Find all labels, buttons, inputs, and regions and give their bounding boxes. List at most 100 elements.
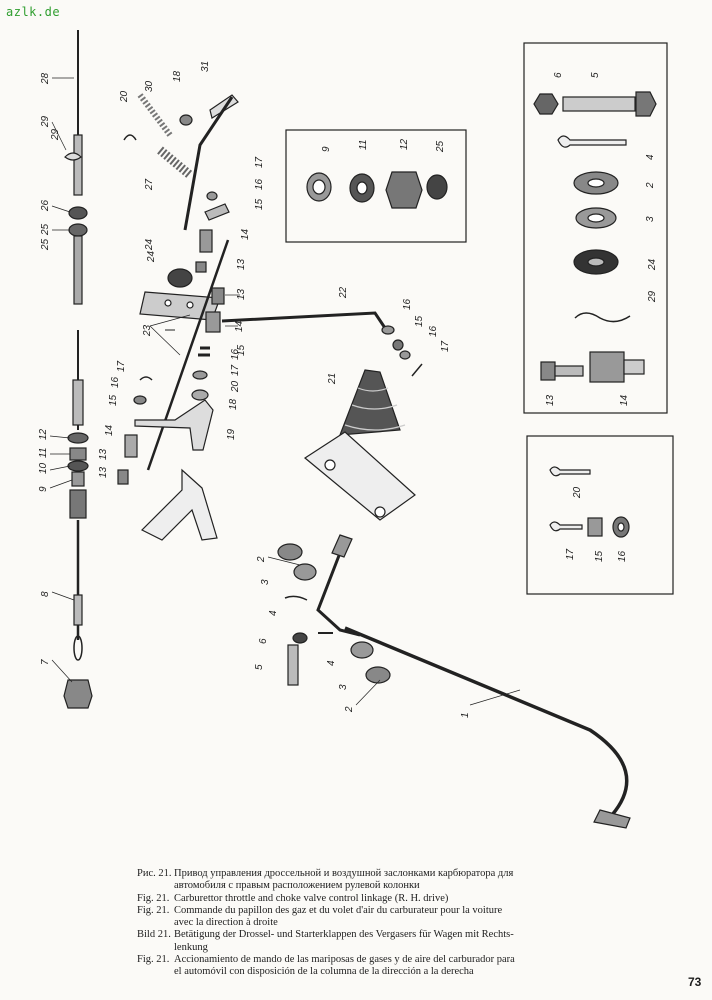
callout-1: 1 — [460, 712, 471, 718]
watermark: azlk.de — [6, 5, 61, 19]
box1-callout-12: 12 — [399, 138, 410, 150]
callout-23: 23 — [142, 324, 153, 337]
box2-callout-13: 13 — [545, 394, 556, 406]
caption-es-text: Accionamiento de mando de las mariposas … — [174, 954, 515, 966]
nut-12 — [67, 432, 89, 444]
callout-20-b: 20 — [230, 380, 241, 393]
callout-13-b: 13 — [236, 288, 247, 300]
nut-14 — [199, 229, 213, 253]
callout-30: 30 — [144, 80, 155, 92]
box3-callout-17: 17 — [565, 548, 576, 560]
callout-19: 19 — [226, 428, 237, 440]
callout-16-c: 16 — [428, 325, 439, 337]
callout-3-b: 3 — [338, 684, 349, 690]
box2-callout-3: 3 — [645, 216, 656, 222]
callout-21: 21 — [327, 373, 338, 385]
cable-nut-26 — [68, 206, 88, 220]
detail-box-2 — [523, 42, 668, 414]
nut-14b — [205, 311, 221, 333]
callout-13-d: 13 — [98, 466, 109, 478]
caption-en-text: Carburettor throttle and choke valve con… — [174, 892, 449, 904]
callout-4: 4 — [268, 610, 279, 616]
callout-20: 20 — [119, 90, 130, 103]
pin-20 — [123, 134, 137, 141]
callout-6: 6 — [258, 638, 269, 644]
box2-callout-29: 29 — [647, 290, 658, 303]
spring-27 — [157, 146, 193, 179]
callout-18: 18 — [172, 70, 183, 82]
caption-ru-cont: автомобиля с правым расположением рулево… — [174, 880, 420, 892]
callout-13-c: 13 — [98, 448, 109, 460]
caption-ru-text: Привод управления дроссельной и воздушно… — [174, 868, 514, 879]
caption-es-label: Fig. 21. — [137, 954, 170, 966]
caption-es-cont: el automóvil con disposición de la colum… — [174, 966, 474, 978]
callout-4-b: 4 — [326, 660, 337, 666]
figure-caption: Рис. 21. Привод управления дроссельной и… — [137, 868, 597, 979]
cable-nut-25 — [68, 223, 88, 237]
lever-19 — [134, 399, 214, 451]
nut-11 — [69, 447, 87, 461]
leader-lines — [49, 77, 521, 706]
caption-fr-label: Fig. 21. — [137, 904, 170, 916]
callout-9: 9 — [38, 486, 49, 492]
callout-17-b: 17 — [440, 340, 451, 352]
callout-25: 25 — [40, 223, 51, 236]
callout-11: 11 — [38, 448, 49, 458]
caption-fr: Fig. 21. Commande du papillon des gaz et… — [137, 905, 597, 916]
rod-22 — [221, 311, 387, 329]
box1-callout-9: 9 — [321, 146, 332, 152]
callout-5: 5 — [254, 664, 265, 670]
nut-9 — [71, 471, 85, 487]
callout-31: 31 — [200, 61, 211, 72]
washer-18 — [179, 114, 193, 126]
caption-de-cont: lenkung — [174, 941, 208, 953]
callout-29: 29 — [40, 115, 51, 128]
lever-15 — [204, 203, 230, 221]
rod-23 — [146, 239, 230, 471]
callout-25-b: 25 — [40, 238, 51, 251]
clip-29 — [64, 152, 82, 161]
callouts: 28 29 26 25 12 11 10 9 8 7 20 30 18 31 2… — [38, 61, 658, 718]
bushing-24 — [167, 268, 193, 288]
box2-callout-5: 5 — [590, 72, 601, 78]
caption-fr-cont: avec la direction à droite — [174, 917, 278, 929]
detail-box-1 — [285, 129, 467, 243]
page-number: 73 — [688, 975, 702, 989]
box2-callout-4: 4 — [645, 154, 656, 160]
rubber-boot — [303, 369, 416, 521]
callout-24: 24 — [144, 238, 155, 251]
cable-end-7 — [63, 679, 93, 709]
box3-callout-15: 15 — [594, 550, 605, 562]
support-bracket — [140, 468, 218, 541]
callout-17-c: 17 — [230, 364, 241, 376]
caption-en: Fig. 21. Carburettor throttle and choke … — [137, 893, 597, 904]
washer-16 — [206, 191, 218, 201]
callout-14-c: 14 — [104, 424, 115, 436]
box2-callout-6: 6 — [553, 72, 564, 78]
upper-linkage — [117, 93, 423, 541]
caption-en-label: Fig. 21. — [137, 892, 170, 904]
callout-8: 8 — [40, 591, 51, 597]
callout-7: 7 — [40, 659, 51, 665]
callout-16-e: 16 — [110, 376, 121, 388]
box2-callout-14: 14 — [619, 394, 630, 406]
callout-17: 17 — [254, 156, 265, 168]
pedal-pad — [593, 809, 631, 829]
callout-15-b: 15 — [414, 315, 425, 327]
caption-ru-label: Рис. 21. — [137, 868, 172, 879]
nut-13 — [195, 261, 207, 273]
caption-de-label: Bild 21. — [137, 929, 171, 941]
spring-30 — [137, 93, 173, 137]
box3-callout-20: 20 — [572, 486, 583, 499]
callout-15-c: 15 — [236, 344, 247, 356]
callout-3: 3 — [260, 579, 271, 585]
boot-plate — [303, 431, 416, 521]
callout-28: 28 — [40, 72, 51, 85]
detail-box-3 — [526, 435, 674, 595]
callout-15-d: 15 — [108, 394, 119, 406]
pedal-rod-1 — [344, 626, 629, 817]
box1-callout-25: 25 — [435, 140, 446, 153]
caption-ru: Рис. 21. Привод управления дроссельной и… — [137, 868, 597, 879]
callout-14-b: 14 — [234, 320, 245, 332]
